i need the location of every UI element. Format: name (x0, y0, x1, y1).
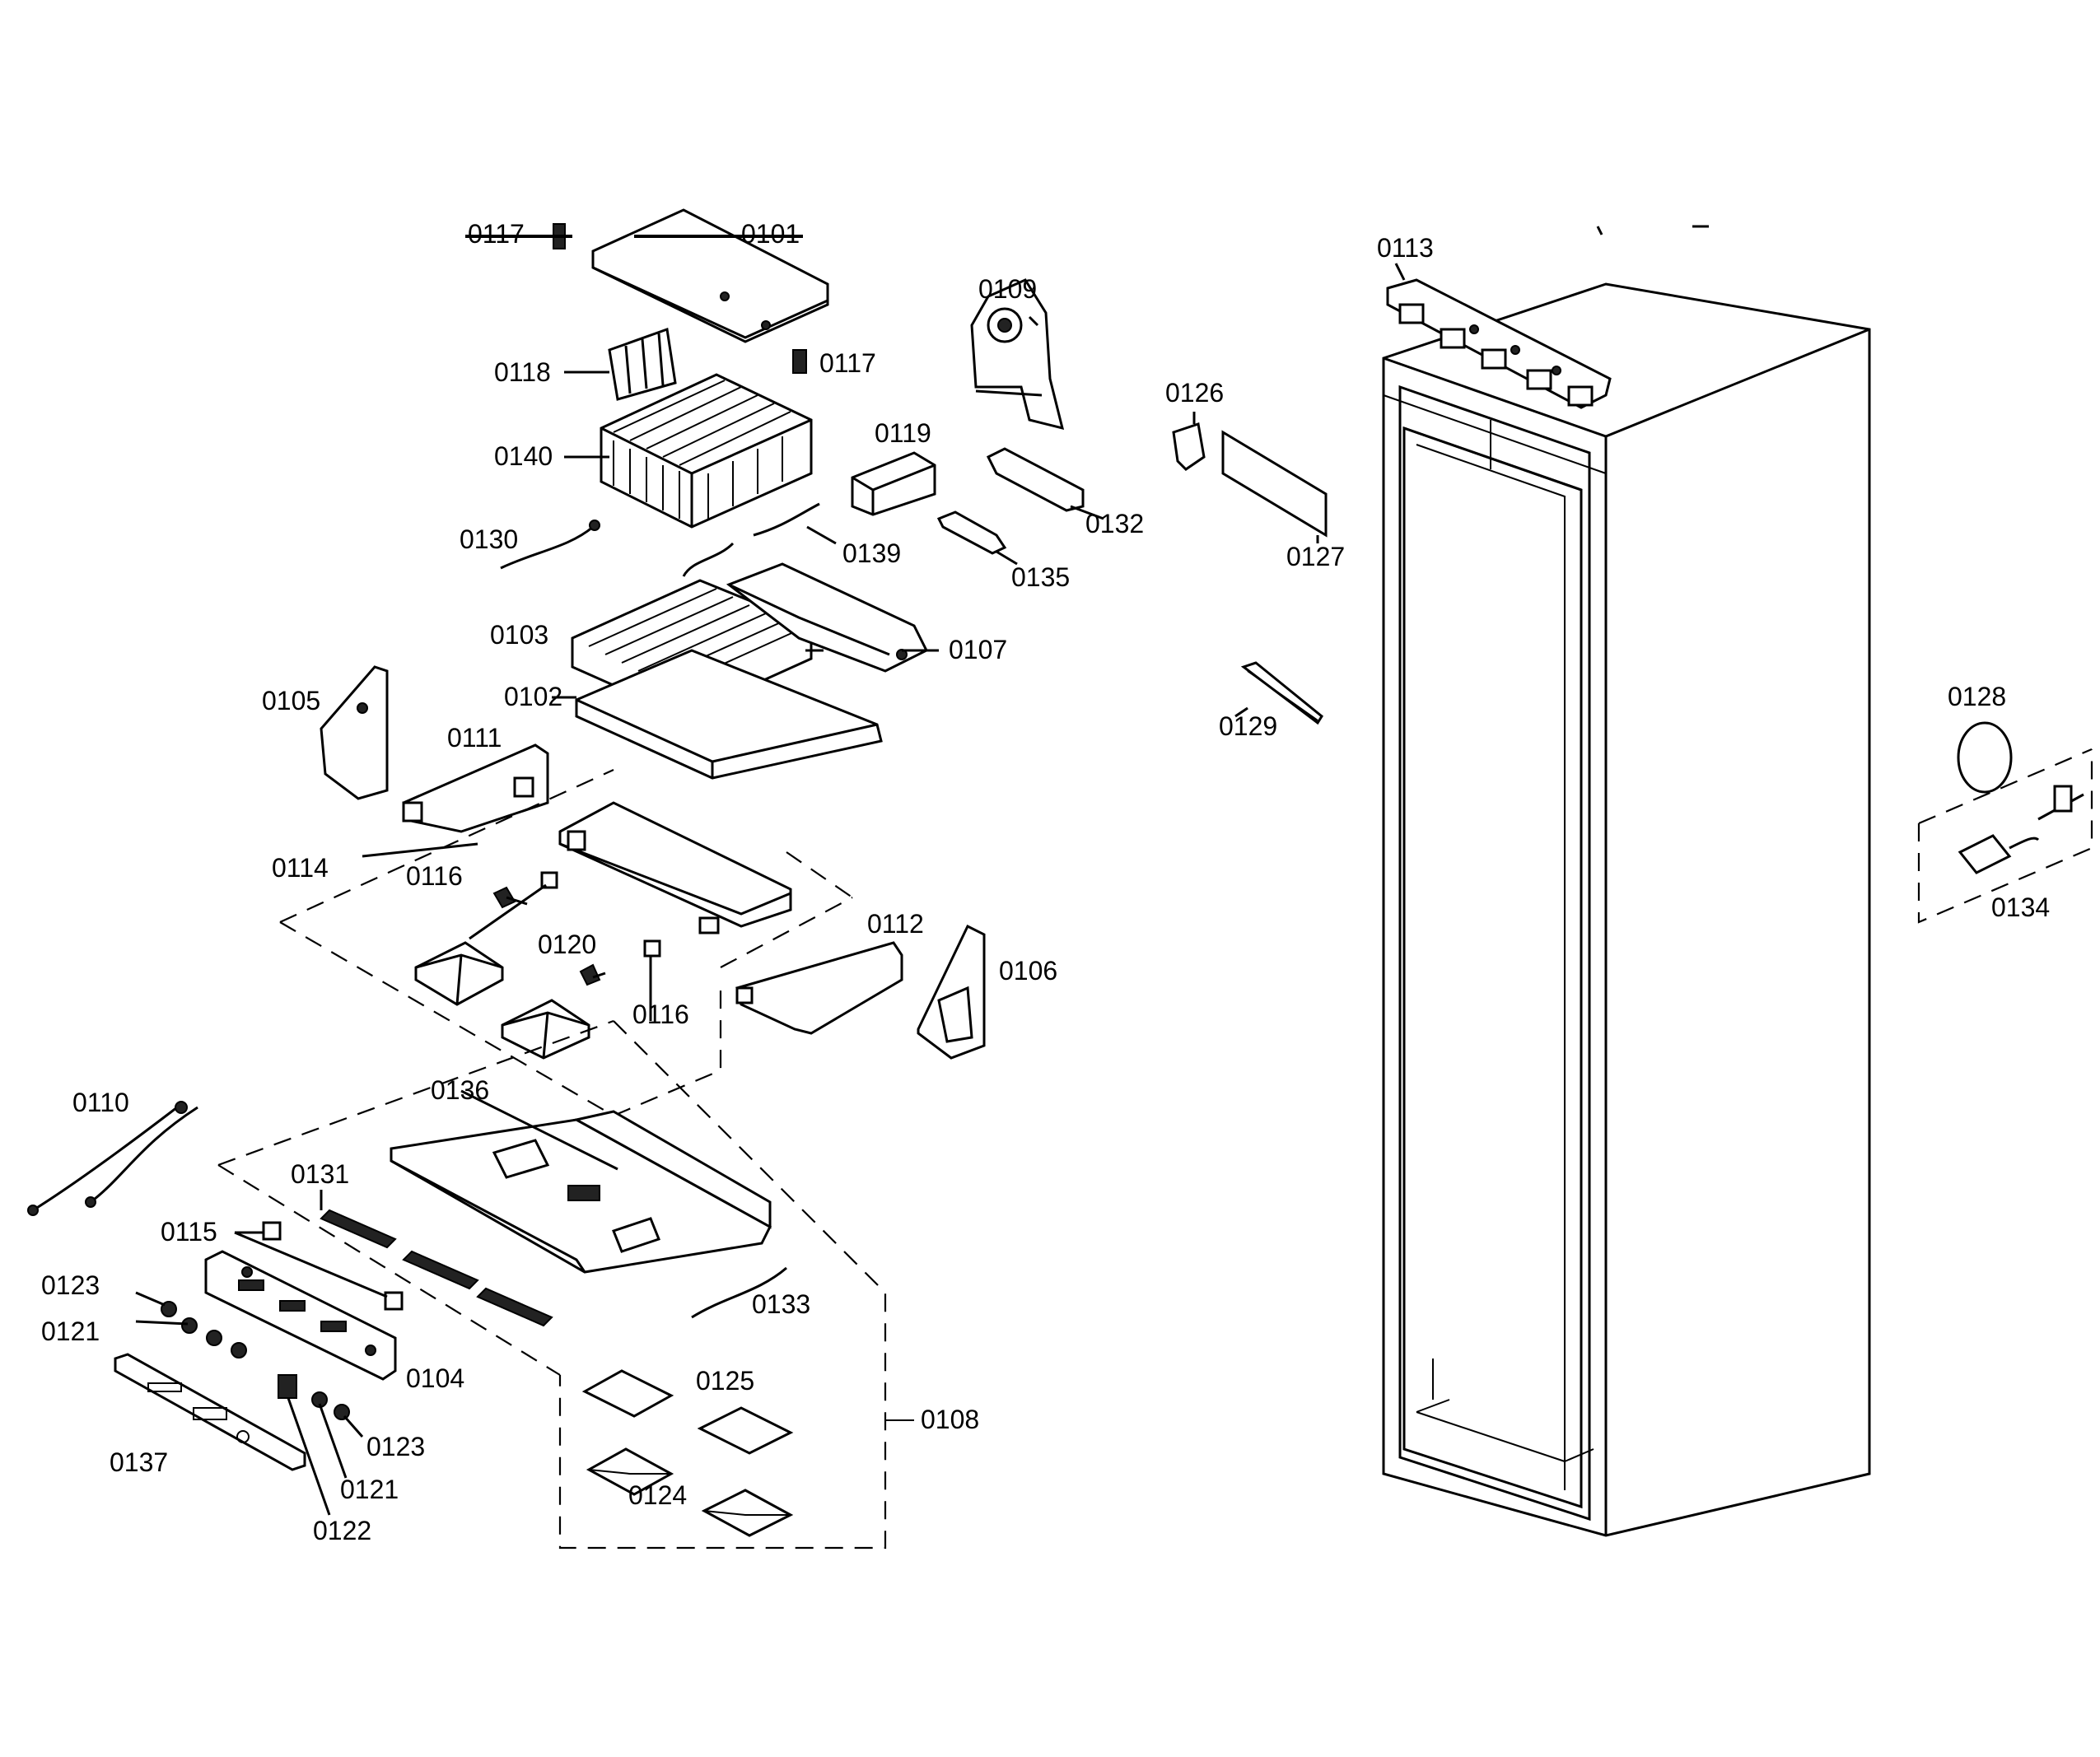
grommet-0116-top (540, 871, 558, 889)
group-0114-outline (279, 768, 853, 1117)
knob-0123-b (334, 1404, 350, 1420)
label-0128: 0128 (1948, 682, 2006, 711)
label-0131: 0131 (291, 1159, 349, 1189)
label-0121-right: 0121 (340, 1475, 399, 1504)
fan-motor (970, 278, 1065, 431)
nut-0115-a (262, 1221, 282, 1241)
pin-0120-a (492, 886, 516, 909)
label-0114: 0114 (272, 853, 329, 883)
panel-0127 (1221, 430, 1328, 538)
label-0140: 0140 (494, 441, 553, 471)
foam-strips-0131 (320, 1209, 553, 1327)
label-0127: 0127 (1286, 542, 1345, 571)
label-0101: 0101 (741, 219, 800, 249)
evaporator-cover (591, 208, 829, 343)
label-0116-bottom: 0116 (632, 1000, 689, 1029)
label-0135: 0135 (1011, 562, 1070, 592)
label-0123-right: 0123 (366, 1432, 425, 1461)
wire-0130 (500, 525, 594, 570)
label-0108: 0108 (921, 1405, 979, 1434)
label-0106: 0106 (999, 956, 1057, 986)
label-0119: 0119 (875, 418, 931, 448)
knob-0123-a (161, 1301, 177, 1317)
label-0132: 0132 (1085, 509, 1144, 538)
label-0112: 0112 (867, 909, 924, 939)
label-0102: 0102 (504, 682, 562, 711)
label-0130: 0130 (460, 524, 518, 554)
group-0134 (1917, 748, 2093, 924)
bracket-0112 (735, 941, 903, 1035)
label-0134: 0134 (1991, 892, 2050, 922)
ring-0128 (1957, 721, 2013, 794)
label-0105: 0105 (262, 686, 320, 715)
label-0117-side: 0117 (819, 348, 876, 378)
label-0118: 0118 (494, 357, 551, 387)
bracket-0106 (917, 924, 986, 1060)
drain-tray (575, 649, 883, 780)
label-0122: 0122 (313, 1516, 371, 1545)
label-0107: 0107 (949, 635, 1007, 664)
label-0115: 0115 (161, 1217, 217, 1247)
label-0104: 0104 (406, 1363, 464, 1393)
face-plate-0137 (114, 1353, 306, 1471)
handle-0132 (986, 447, 1085, 512)
leader-lines (320, 263, 1406, 1210)
label-0123-left: 0123 (41, 1270, 100, 1300)
nut-0115-b (384, 1291, 404, 1311)
label-0129: 0129 (1219, 711, 1277, 741)
label-0103: 0103 (490, 620, 548, 650)
wire-0133 (691, 1266, 787, 1319)
label-0121-left: 0121 (41, 1317, 100, 1346)
pads-0125-0124 (581, 1369, 794, 1537)
bracket-0105 (320, 665, 389, 800)
switch-0126 (1172, 422, 1206, 471)
label-0111: 0111 (447, 723, 502, 753)
label-0125: 0125 (696, 1366, 754, 1396)
label-0126: 0126 (1165, 378, 1224, 408)
label-0133: 0133 (752, 1289, 810, 1319)
label-0117-top: 0117 (468, 219, 525, 249)
part-0122 (278, 1374, 297, 1399)
label-0110: 0110 (72, 1088, 129, 1117)
cabinet-housing (1382, 282, 1871, 1537)
group-0108-outline (217, 1019, 914, 1550)
bracket-0111 (402, 743, 549, 833)
screw-0117-side (792, 349, 807, 374)
evaporator-coil (600, 373, 813, 529)
control-board-strip (1386, 278, 1612, 409)
module-0119 (851, 451, 936, 516)
label-0136: 0136 (431, 1075, 489, 1105)
label-0137: 0137 (110, 1447, 168, 1477)
label-0120: 0120 (538, 930, 596, 959)
wire-0139 (753, 502, 820, 537)
mounting-plate-0136 (390, 1110, 772, 1274)
part-0135 (936, 510, 1007, 555)
label-0139: 0139 (842, 538, 901, 568)
grommet-0116-bottom (643, 939, 661, 958)
wire-harness-0110 (27, 1101, 198, 1216)
foot-right (501, 999, 590, 1060)
strip-0129 (1240, 661, 1323, 725)
label-0124: 0124 (628, 1480, 687, 1510)
label-0109: 0109 (978, 274, 1037, 304)
label-0113: 0113 (1377, 233, 1434, 263)
knob-0121-a (181, 1317, 198, 1334)
bracket-0118 (608, 327, 677, 401)
foot-left (414, 941, 504, 1006)
label-0116-top: 0116 (406, 861, 463, 891)
mount-bracket-top (558, 801, 792, 934)
pin-0120-b (579, 963, 601, 986)
control-housing-0104 (204, 1250, 397, 1381)
